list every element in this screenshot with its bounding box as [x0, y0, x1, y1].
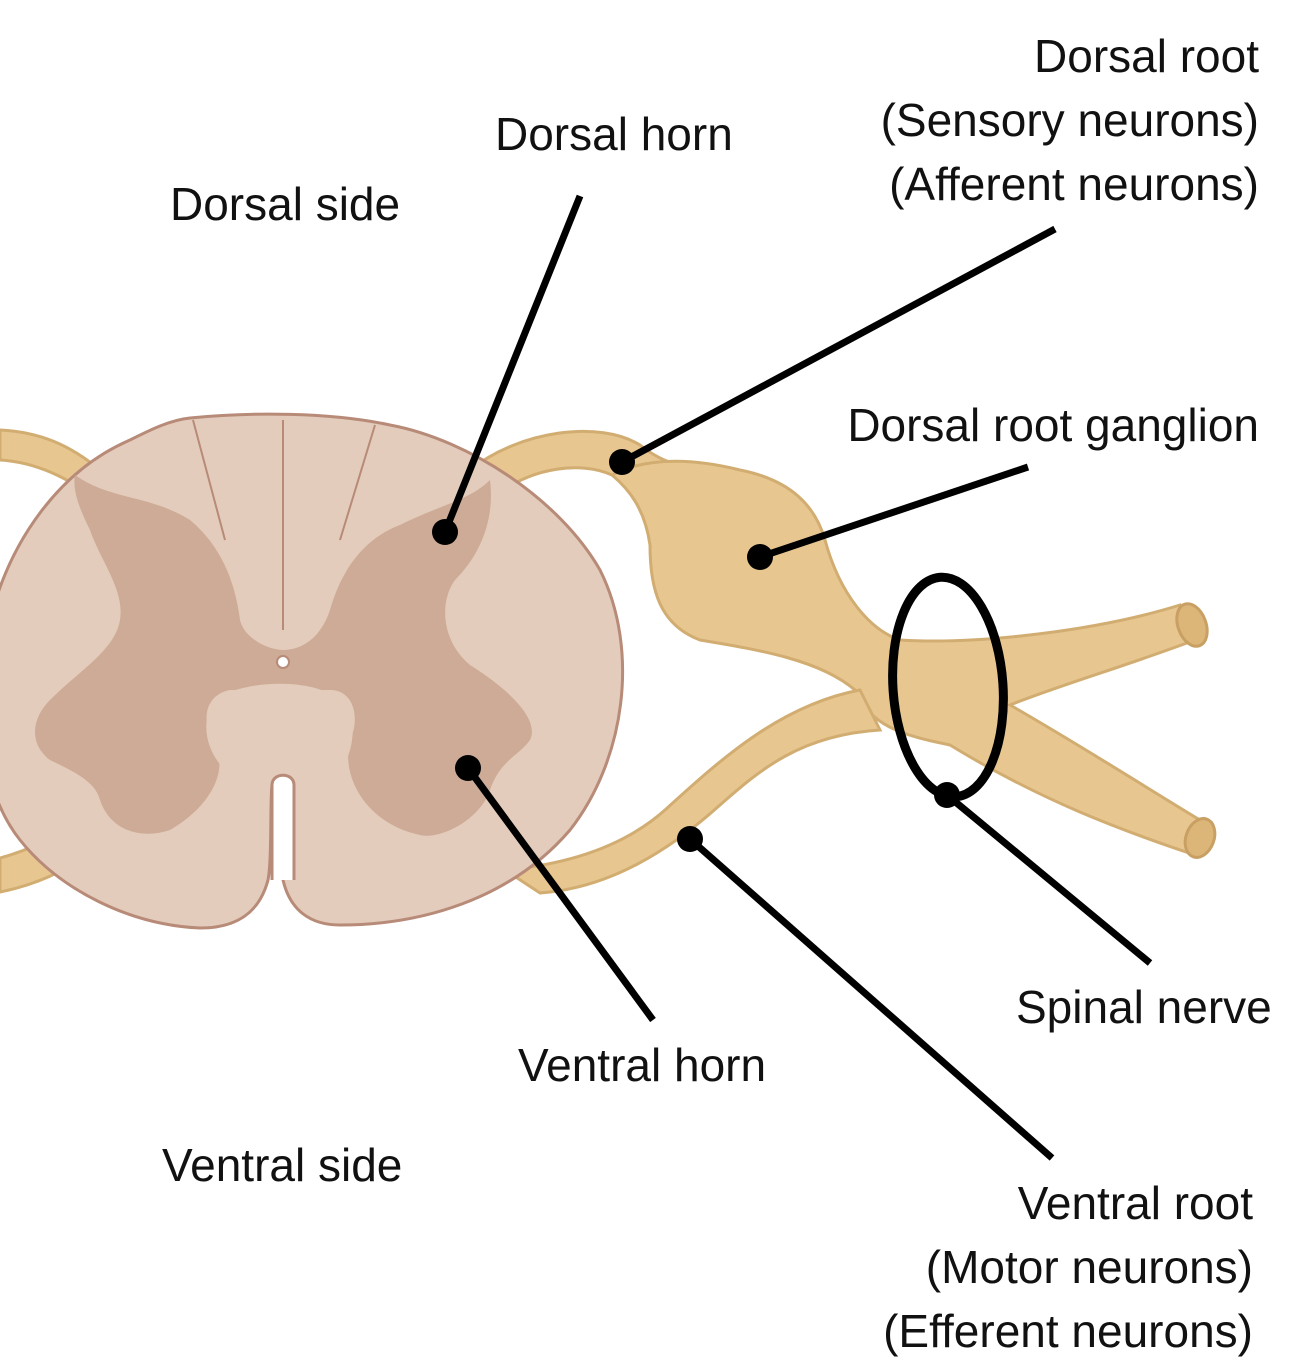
- nerve-cut-end-upper: [1175, 602, 1209, 648]
- label-ventral-root-line2: (Motor neurons): [925, 1241, 1253, 1293]
- pointer-line-spinal-nerve: [944, 792, 1153, 966]
- label-dorsal-horn: Dorsal horn: [495, 108, 733, 160]
- pointer-line-dorsal-horn: [441, 194, 584, 534]
- label-ventral-root: Ventral root (Motor neurons) (Efferent n…: [883, 1171, 1253, 1363]
- anterior-median-fissure: [270, 773, 296, 880]
- pointer-dot-ventral-horn: [455, 755, 481, 781]
- central-canal: [276, 655, 290, 669]
- label-dorsal-side: Dorsal side: [170, 178, 401, 230]
- pointer-dot-dorsal-root-ganglion: [747, 544, 773, 570]
- posterior-intermediate-septum-right: [339, 424, 376, 541]
- label-ventral-root-line1: Ventral root: [1017, 1177, 1253, 1229]
- label-ventral-root-line3: (Efferent neurons): [883, 1305, 1253, 1357]
- pointer-dot-dorsal-horn: [432, 519, 458, 545]
- pointer-line-ventral-horn: [465, 765, 656, 1023]
- label-ventral-side: Ventral side: [162, 1139, 403, 1191]
- ventral-root: [500, 688, 883, 895]
- pointer-dot-spinal-nerve: [934, 782, 960, 808]
- label-dorsal-root: Dorsal root (Sensory neurons) (Afferent …: [881, 24, 1259, 216]
- posterior-intermediate-septum-left: [192, 419, 226, 541]
- label-dorsal-root-line3: (Afferent neurons): [889, 158, 1259, 210]
- label-dorsal-root-ganglion: Dorsal root ganglion: [847, 399, 1259, 451]
- nerve-cut-end-lower: [1183, 817, 1217, 859]
- pointer-dot-ventral-root: [677, 826, 703, 852]
- pointer-line-ventral-root: [687, 836, 1055, 1161]
- pointer-dot-dorsal-root: [609, 449, 635, 475]
- pointer-line-dorsal-root-ganglion: [758, 463, 1030, 561]
- label-ventral-horn: Ventral horn: [518, 1039, 767, 1091]
- label-spinal-nerve: Spinal nerve: [1016, 981, 1272, 1033]
- label-dorsal-root-line1: Dorsal root: [1034, 30, 1259, 82]
- anterior-white-commissure: [206, 683, 353, 780]
- label-dorsal-root-line2: (Sensory neurons): [880, 94, 1259, 146]
- pointer-line-dorsal-root: [620, 225, 1057, 466]
